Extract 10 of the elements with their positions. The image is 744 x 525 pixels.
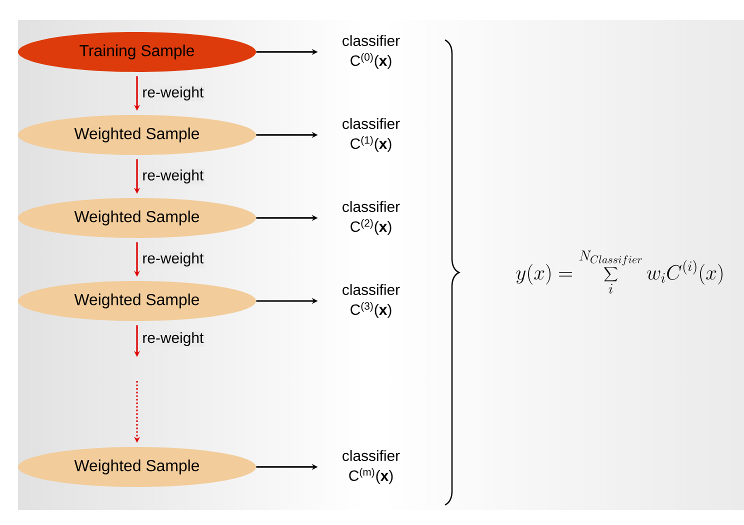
classifier-label: classifier C$^{(1)}$(x) [342,118,400,152]
edge-label: re-weight [141,168,205,184]
edge-label: re-weight [141,86,205,102]
classifier-label: classifier C$^{(m)}$(x) [342,450,400,484]
classifier-label: classifier C$^{(2)}$(x) [342,201,400,235]
sum-formula: $y(x) = \sum_{i}^{N_{Classifier}} w_{i}C^{(i)}(x)$ [516,250,722,294]
edge-label: re-weight [141,331,205,348]
edge-label: re-weight [141,252,205,268]
classifier-label: classifier C$^{(3)}$(x) [342,284,400,318]
classifier-label: classifier C$^{(0)}$(x) [342,35,400,69]
